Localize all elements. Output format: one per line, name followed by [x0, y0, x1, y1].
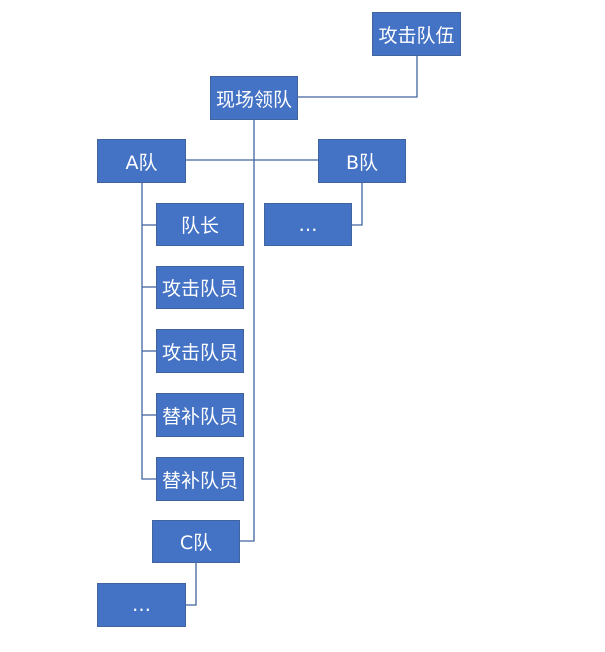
- node-team-b: B队: [318, 139, 406, 183]
- connector-team-a-members: [141, 183, 156, 480]
- node-a-substitute-2: 替补队员: [156, 457, 244, 501]
- node-team-c: C队: [152, 520, 240, 563]
- node-a-leader: 队长: [156, 203, 244, 246]
- node-a-attacker-1: 攻击队员: [156, 266, 244, 309]
- connector-lead-to-team-c: [240, 119, 255, 542]
- connector-team-c-to-more: [186, 563, 197, 606]
- node-a-attacker-2: 攻击队员: [156, 329, 244, 373]
- node-onsite-lead: 现场领队: [210, 76, 298, 120]
- node-team-c-more: …: [97, 583, 186, 627]
- node-team-a: A队: [97, 139, 186, 183]
- node-team-b-more: …: [264, 203, 352, 246]
- node-attack-team: 攻击队伍: [372, 12, 461, 56]
- connector-attack-team-to-lead: [297, 56, 418, 98]
- node-a-substitute-1: 替补队员: [156, 393, 244, 437]
- connector-team-b-to-more: [352, 183, 363, 226]
